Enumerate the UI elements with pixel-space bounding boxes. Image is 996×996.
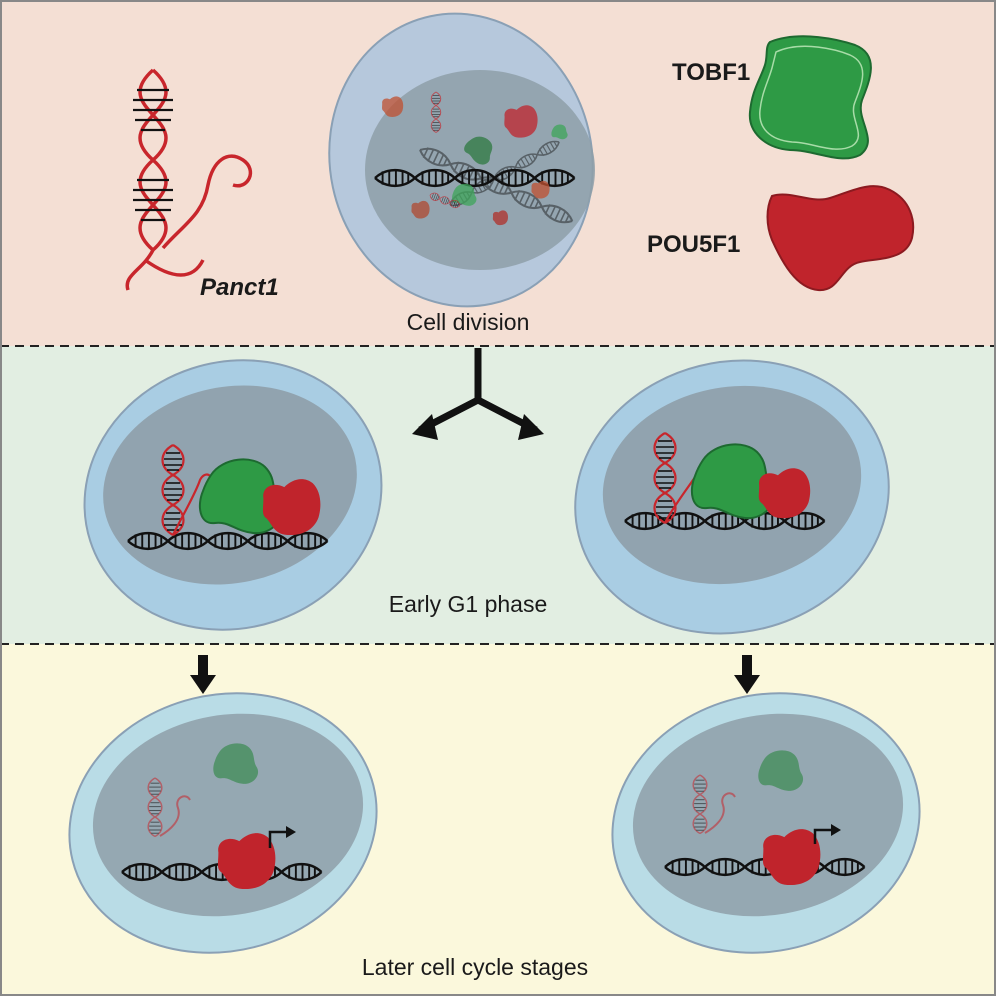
transcription-arrow-icon <box>268 830 288 848</box>
tobf1-protein-icon <box>748 35 872 160</box>
stage-later-label: Later cell cycle stages <box>362 954 588 980</box>
pou5f1-protein-icon <box>766 185 915 292</box>
later-cell-right <box>611 692 921 954</box>
cell-nucleus <box>632 713 904 917</box>
down-arrow-left <box>190 655 216 694</box>
later-cell-left <box>68 692 378 954</box>
panct1-label: Panct1 <box>200 274 279 301</box>
early-g1-cell-left <box>83 359 383 631</box>
division-branch-arrow <box>412 348 544 440</box>
transcription-arrow-icon <box>813 828 833 844</box>
dividing-cell <box>328 12 595 308</box>
stage-early-g1-label: Early G1 phase <box>389 591 548 617</box>
panct1-rna-icon <box>125 68 253 291</box>
stage-division-label: Cell division <box>407 309 530 335</box>
tobf1-label: TOBF1 <box>672 59 750 86</box>
pou5f1-label: POU5F1 <box>647 231 740 258</box>
down-arrow-right <box>734 655 760 694</box>
early-g1-cell-right <box>574 359 890 635</box>
